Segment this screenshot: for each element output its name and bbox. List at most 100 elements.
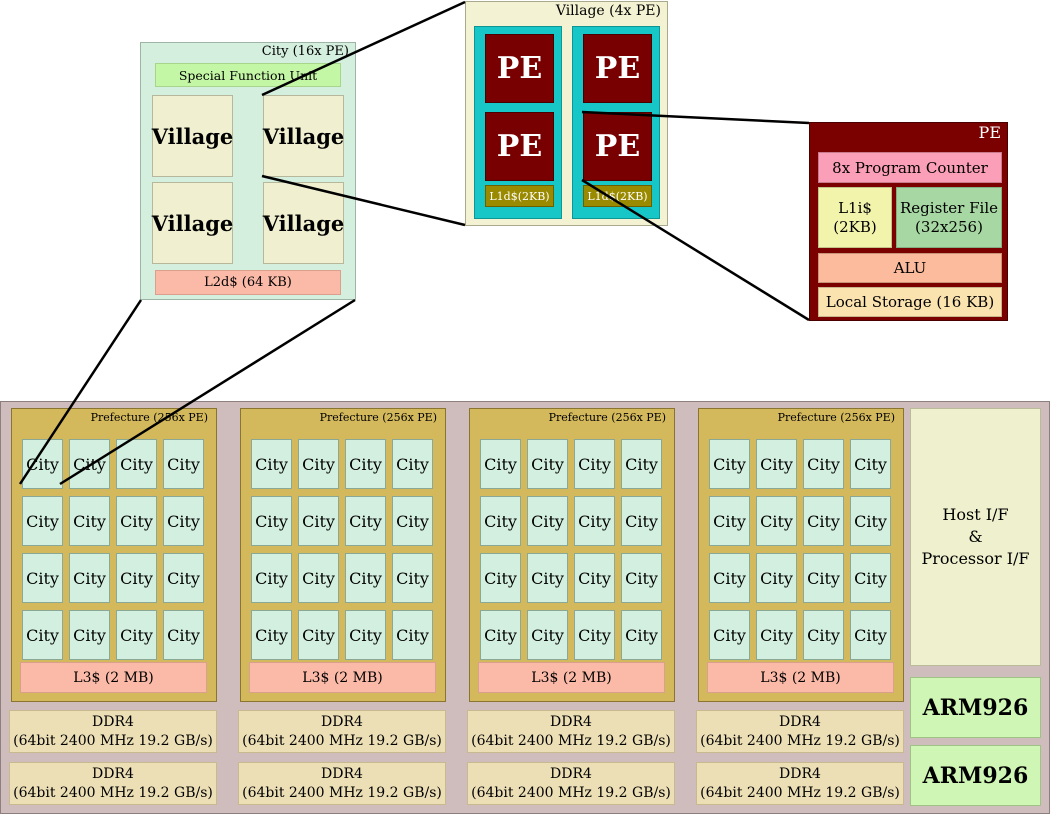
ddr4-spec: (64bit 2400 MHz 19.2 GB/s) [471,784,671,801]
city-block: City [621,610,662,660]
city-block: City [756,553,797,603]
pe-detail: PE 8x Program Counter L1i$ (2KB) Registe… [809,122,1008,321]
city-block: City [22,496,63,546]
city-block: City [251,610,292,660]
l1i-cache: L1i$ (2KB) [818,187,892,248]
village-block: Village [263,182,344,264]
l1d-cache: L1d$(2KB) [583,185,652,207]
ddr4-spec: (64bit 2400 MHz 19.2 GB/s) [471,732,671,749]
l3-cache: L3$ (2 MB) [249,662,436,693]
ddr4-spec: (64bit 2400 MHz 19.2 GB/s) [13,732,213,749]
city-block: City [163,610,204,660]
city-block: City [480,610,521,660]
city-detail: City (16x PE) Special Function Unit Vill… [140,42,356,300]
arm-core-2: ARM926 [910,745,1041,806]
city-block: City [22,439,63,489]
ddr4-label: DDR4 [550,765,592,782]
host-if-line3: Processor I/F [921,549,1030,568]
city-block: City [163,496,204,546]
host-if-line2: & [968,527,983,546]
ddr4-spec: (64bit 2400 MHz 19.2 GB/s) [242,732,442,749]
village-block: Village [263,95,344,177]
city-block: City [22,553,63,603]
city-block: City [392,610,433,660]
city-block: City [251,496,292,546]
city-block: City [850,439,891,489]
pe-detail-title: PE [978,123,1001,142]
city-block: City [251,553,292,603]
city-block: City [709,610,750,660]
city-block: City [574,610,615,660]
prefecture-title: Prefecture (256x PE) [319,411,437,424]
ddr4-spec: (64bit 2400 MHz 19.2 GB/s) [242,784,442,801]
city-detail-title: City (16x PE) [261,44,349,59]
village-detail-title: Village (4x PE) [555,3,661,19]
l1d-cache: L1d$(2KB) [485,185,554,207]
register-file: Register File (32x256) [896,187,1002,248]
ddr4-memory: DDR4(64bit 2400 MHz 19.2 GB/s) [238,710,446,753]
alu: ALU [818,253,1002,283]
city-block: City [251,439,292,489]
city-block: City [621,553,662,603]
pe-block: PE [485,112,554,181]
city-block: City [345,439,386,489]
special-function-unit: Special Function Unit [155,63,341,87]
regfile-line2: (32x256) [915,217,983,236]
ddr4-label: DDR4 [321,765,363,782]
city-block: City [298,439,339,489]
city-block: City [69,553,110,603]
city-block: City [392,496,433,546]
city-block: City [621,496,662,546]
city-block: City [298,553,339,603]
l3-cache: L3$ (2 MB) [707,662,894,693]
city-block: City [163,553,204,603]
city-block: City [392,553,433,603]
prefecture-title: Prefecture (256x PE) [90,411,208,424]
city-block: City [527,610,568,660]
ddr4-spec: (64bit 2400 MHz 19.2 GB/s) [700,784,900,801]
city-block: City [116,439,157,489]
city-block: City [480,496,521,546]
city-block: City [527,439,568,489]
ddr4-label: DDR4 [92,765,134,782]
city-block: City [298,496,339,546]
ddr4-label: DDR4 [550,713,592,730]
city-block: City [527,496,568,546]
pe-block: PE [583,34,652,103]
village-block: Village [152,95,233,177]
city-block: City [480,553,521,603]
city-block: City [345,553,386,603]
city-block: City [574,439,615,489]
city-block: City [69,610,110,660]
city-block: City [709,496,750,546]
prefecture-title: Prefecture (256x PE) [777,411,895,424]
city-block: City [803,439,844,489]
l2-cache: L2d$ (64 KB) [155,270,341,295]
program-counter: 8x Program Counter [818,152,1002,183]
city-block: City [345,610,386,660]
city-block: City [22,610,63,660]
regfile-line1: Register File [900,198,998,217]
city-block: City [621,439,662,489]
pe-column-right: PE PE L1d$(2KB) [572,26,660,219]
arm-core-1: ARM926 [910,677,1041,738]
ddr4-memory: DDR4(64bit 2400 MHz 19.2 GB/s) [9,710,217,753]
ddr4-memory: DDR4 (64bit 2400 MHz 19.2 GB/s) [467,710,675,753]
pe-column-left: PE PE L1d$(2KB) [474,26,562,219]
city-block: City [480,439,521,489]
city-block: City [392,439,433,489]
city-block: City [850,553,891,603]
host-interface-block: Host I/F & Processor I/F [910,408,1041,666]
prefecture-title: Prefecture (256x PE) [548,411,666,424]
city-block: City [574,496,615,546]
city-block: City [116,496,157,546]
city-block: City [709,553,750,603]
ddr4-memory: DDR4(64bit 2400 MHz 19.2 GB/s) [9,762,217,805]
l3-cache: L3$ (2 MB) [20,662,207,693]
village-detail: Village (4x PE) PE PE L1d$(2KB) PE PE L1… [465,1,668,226]
